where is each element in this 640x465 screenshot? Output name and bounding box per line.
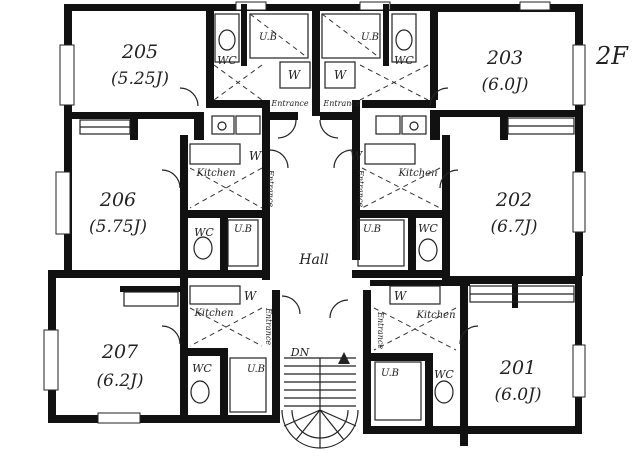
washer-label: W	[249, 149, 263, 163]
kitchen-label: Kitchen	[415, 310, 455, 321]
entrance-label: Entrance	[264, 307, 273, 345]
room-205-size: (5.25J)	[111, 69, 169, 89]
wc-label: WC	[192, 362, 212, 375]
bath-label: U.B	[381, 368, 399, 379]
room-207-number: 207	[101, 341, 139, 363]
bath-label: U.B	[363, 224, 381, 235]
washer-label: W	[334, 68, 348, 82]
kitchen-label: Kitchen	[195, 168, 235, 179]
bath-label: U.B	[247, 364, 265, 375]
fixtures	[79, 13, 575, 421]
room-203-size: (6.0J)	[481, 75, 528, 95]
washer-label: W	[244, 289, 258, 303]
room-201-number: 201	[499, 357, 536, 379]
wc-label: WC	[394, 54, 414, 67]
room-201-size: (6.0J)	[494, 385, 541, 405]
washer-label: W	[288, 68, 302, 82]
room-207-size: (6.2J)	[96, 371, 143, 391]
room-202-size: (6.7J)	[490, 217, 537, 237]
entrance-label: Entrance	[376, 311, 385, 349]
room-206-number: 206	[99, 189, 136, 211]
wc-label: WC	[418, 222, 438, 235]
entrance-label: Entrance	[270, 99, 308, 108]
bath-label: U.B	[234, 224, 252, 235]
room-202-number: 202	[495, 189, 532, 211]
wc-label: WC	[194, 226, 214, 239]
room-206-size: (5.75J)	[89, 217, 147, 237]
washer-label: W	[350, 149, 364, 163]
wc-label: WC	[434, 368, 454, 381]
entrance-label: Entrance	[356, 169, 365, 207]
kitchen-label: Kitchen	[193, 308, 233, 319]
bath-label: U.B	[361, 32, 379, 43]
wc-label: WC	[217, 54, 237, 67]
room-203-number: 203	[486, 47, 523, 69]
kitchen-label: Kitchen	[397, 168, 437, 179]
interior-walls	[64, 4, 582, 428]
floor-label: 2F	[595, 42, 629, 70]
entrance-label: Entrance	[266, 169, 275, 207]
washer-label: W	[394, 289, 408, 303]
windows	[43, 1, 586, 424]
hall-label: Hall	[298, 252, 329, 268]
stairs-down-label: DN	[290, 346, 310, 359]
staircase	[281, 352, 359, 449]
bath-label: U.B	[259, 32, 277, 43]
room-205-number: 205	[121, 41, 158, 63]
entrance-label: Entrance	[322, 99, 360, 108]
